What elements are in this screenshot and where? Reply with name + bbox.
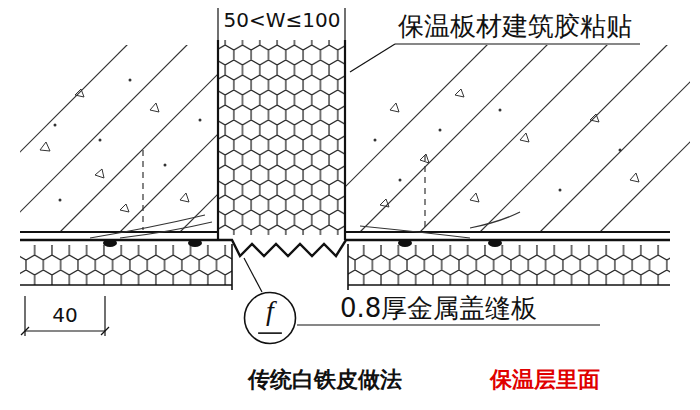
dimension-line <box>21 296 109 336</box>
dimension-text: 50<W≤100 <box>224 9 341 31</box>
material-note: 0.8厚金属盖缝板 <box>340 294 537 323</box>
insulation-core <box>218 40 345 235</box>
leader-line <box>350 44 640 72</box>
callout-letter: f <box>243 291 297 325</box>
wall-hatch <box>345 45 690 232</box>
dimension-line <box>218 8 345 40</box>
note-text: 保温层里面 <box>490 368 600 392</box>
insulation-layer <box>20 245 232 285</box>
dimension-text: 40 <box>52 304 77 326</box>
wall-hatch <box>20 45 218 232</box>
metal-cover-plate <box>20 240 670 256</box>
material-note: 保温板材建筑胶粘贴 <box>398 12 632 41</box>
insulation-edge <box>20 244 670 290</box>
adhesive-stroke <box>90 212 520 238</box>
insulation-layer <box>348 245 670 285</box>
leader-line <box>244 258 600 325</box>
fastener <box>103 239 502 247</box>
core-edge <box>218 40 345 240</box>
callout-circle: f <box>243 291 297 345</box>
caption: 传统白铁皮做法 <box>248 368 402 392</box>
